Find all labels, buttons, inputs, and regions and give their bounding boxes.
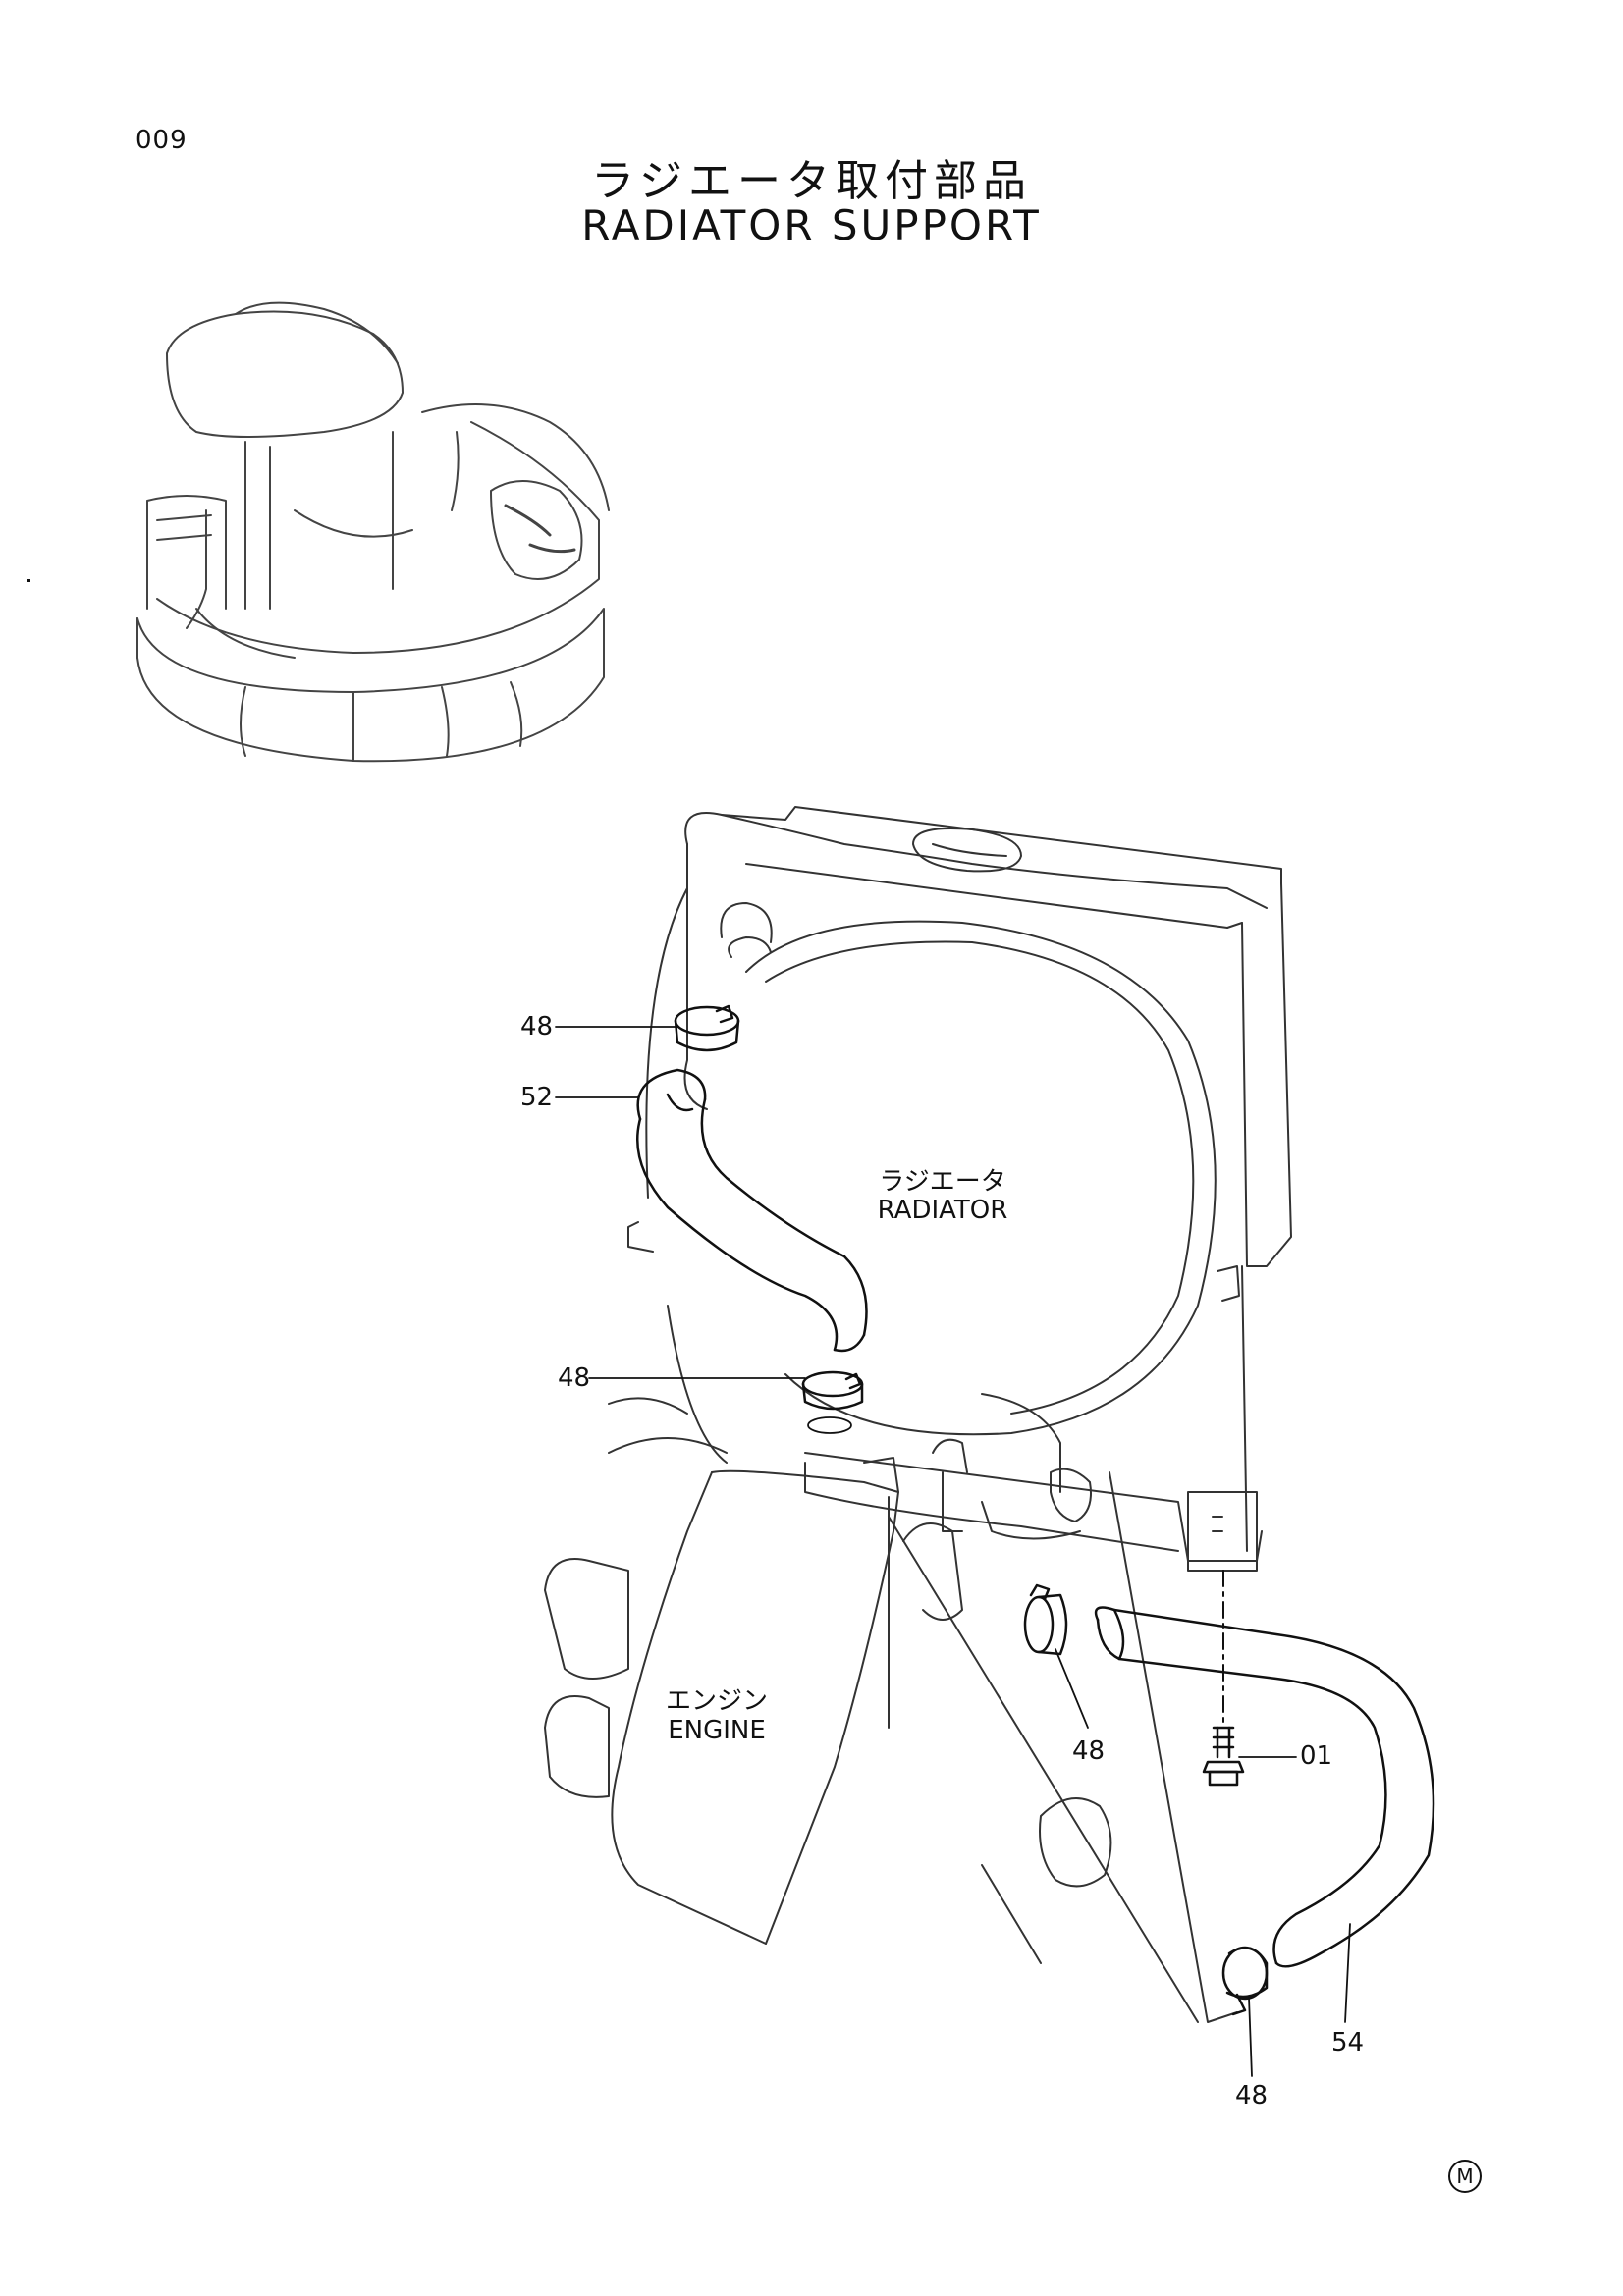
radiator-label-en: RADIATOR [877, 1196, 1008, 1225]
upper-hose-52 [636, 1068, 868, 1353]
leader-lines [555, 1026, 1351, 2077]
bolt-01 [1202, 1726, 1245, 1787]
clamp-upper-top [674, 1004, 740, 1052]
engine-illustration [544, 1393, 1238, 2023]
radiator-label-jp: ラジエータ [879, 1167, 1006, 1197]
callout-upper-hose: 52 [520, 1083, 554, 1112]
clamp-lower-right [1221, 1946, 1269, 2016]
callout-clamp-upper-top: 48 [520, 1012, 554, 1041]
page-number: 009 [135, 126, 188, 155]
engine-label-en: ENGINE [668, 1716, 766, 1745]
callout-clamp-upper-bottom: 48 [558, 1363, 591, 1393]
engine-label-jp: エンジン [665, 1686, 768, 1716]
lower-hose-54 [1094, 1606, 1435, 1968]
clamp-upper-bottom [801, 1370, 864, 1434]
machine-overview-illustration [136, 301, 610, 763]
radiator-illustration [627, 806, 1292, 1572]
callout-clamp-lower-left: 48 [1072, 1736, 1106, 1766]
callout-clamp-lower-right: 48 [1235, 2081, 1269, 2110]
clamp-lower-left [1023, 1583, 1068, 1656]
callout-lower-hose: 54 [1331, 2028, 1365, 2057]
title-english: RADIATOR SUPPORT [581, 201, 1042, 249]
callout-bolt: 01 [1300, 1741, 1333, 1771]
title-japanese: ラジエータ取付部品 [590, 156, 1033, 206]
stray-dot [27, 579, 30, 582]
corner-mark-m: M [1448, 2160, 1482, 2193]
